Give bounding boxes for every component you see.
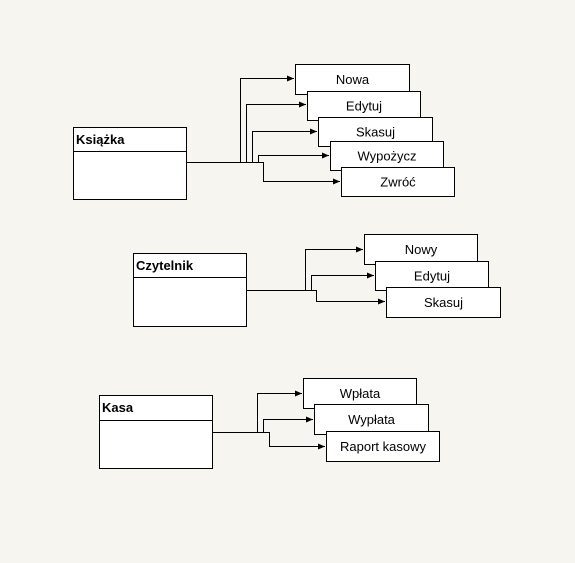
operation-box — [326, 431, 440, 462]
operation-edytuj[interactable]: Edytuj — [307, 91, 421, 121]
operation-box — [307, 91, 421, 121]
operation-box — [341, 167, 455, 197]
operation-box — [364, 234, 478, 265]
connector — [257, 416, 313, 433]
entity-kasa[interactable]: Kasa — [99, 395, 213, 469]
operation-box — [330, 141, 444, 171]
operation-wplata[interactable]: Wpłata — [303, 378, 417, 409]
operation-label: Raport kasowy — [340, 439, 426, 454]
operation-label: Edytuj — [414, 269, 450, 284]
connector — [252, 152, 329, 163]
connector — [258, 162, 340, 185]
operation-wyplata[interactable]: Wypłata — [314, 404, 429, 435]
operation-box — [386, 287, 501, 318]
connector — [311, 290, 385, 305]
operation-raport-kasowy[interactable]: Raport kasowy — [326, 431, 440, 462]
entity-title: Kasa — [102, 400, 134, 415]
entity-box — [133, 253, 247, 327]
operation-label: Wpłata — [340, 386, 381, 401]
operation-label: Nowy — [405, 242, 438, 257]
connector — [246, 246, 363, 291]
operation-zwroc[interactable]: Zwróć — [341, 167, 455, 197]
connectors-czytelnik — [246, 246, 385, 305]
connector — [263, 432, 325, 450]
operation-label: Skasuj — [356, 125, 395, 140]
entity-ksiazka[interactable]: Książka — [73, 127, 187, 200]
operation-label: Wypłata — [348, 412, 396, 427]
operation-box — [303, 378, 417, 409]
entity-box — [99, 395, 213, 469]
operation-nowa[interactable]: Nowa — [295, 64, 410, 95]
connector — [305, 272, 374, 291]
operation-box — [314, 404, 429, 435]
operation-edytuj[interactable]: Edytuj — [375, 261, 489, 291]
operation-label: Wypożycz — [357, 149, 416, 164]
entity-title: Książka — [76, 132, 125, 147]
entity-title: Czytelnik — [136, 258, 194, 273]
operation-skasuj[interactable]: Skasuj — [386, 287, 501, 318]
connectors-kasa — [212, 390, 325, 450]
operation-box — [295, 64, 410, 95]
connector — [246, 128, 317, 163]
operation-wypozycz[interactable]: Wypożycz — [330, 141, 444, 171]
operation-label: Edytuj — [346, 99, 382, 114]
connector — [212, 390, 302, 433]
operation-label: Skasuj — [424, 295, 463, 310]
connectors-ksiazka — [186, 75, 340, 185]
entity-box — [73, 127, 187, 200]
connector — [240, 101, 306, 163]
operation-label: Nowa — [336, 72, 370, 87]
operation-nowy[interactable]: Nowy — [364, 234, 478, 265]
operation-label: Zwróć — [380, 175, 416, 190]
entity-czytelnik[interactable]: Czytelnik — [133, 253, 247, 327]
connector — [186, 75, 294, 163]
